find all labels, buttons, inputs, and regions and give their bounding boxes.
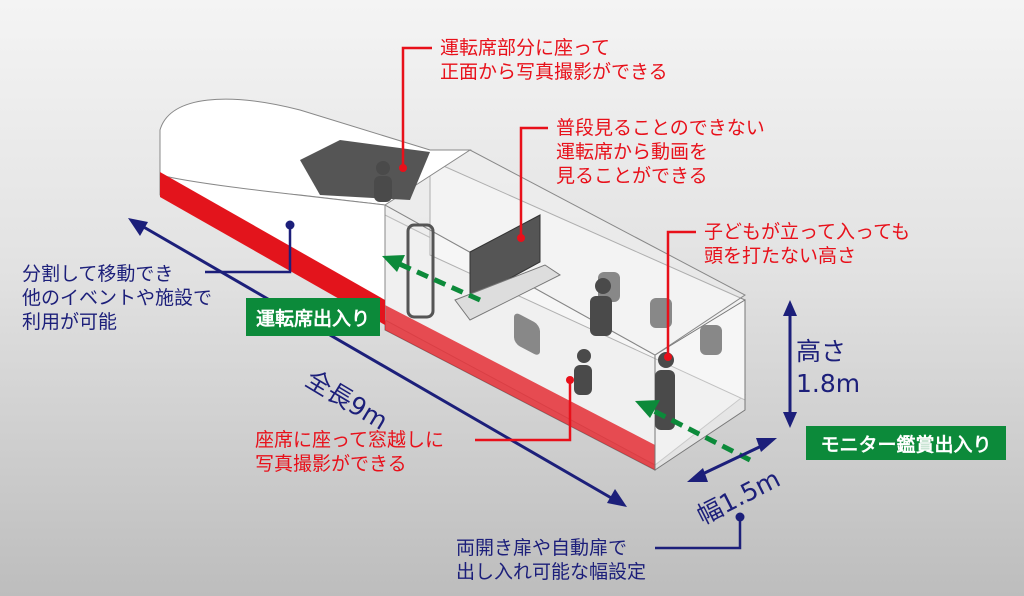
callout-divisible: 分割して移動でき 他のイベントや施設で 利用が可能 [22,262,212,334]
leader-dots [285,164,745,522]
arrowhead [382,255,405,272]
table [454,264,561,321]
callout-line: 運転席部分に座って [440,37,611,59]
dimension-lines [128,218,797,507]
windshield-cab [300,140,430,200]
arrowhead [635,400,660,418]
window [514,313,540,355]
callout-line: 他のイベントや施設で [22,287,213,309]
badge-driver-entrance: 運転席出入り [246,298,380,336]
callout-line: 正面から写真撮影ができる [440,61,668,83]
callout-height-note: 子どもが立って入っても 頭を打たない高さ [704,220,910,268]
callout-line: 普段見ることのできない [556,117,765,139]
callout-driver-video: 普段見ることのできない 運転席から動画を 見ることができる [556,116,765,188]
door [406,223,435,319]
body-stripe-front [160,172,385,325]
callout-line: 出し入れ可能な幅設定 [456,561,647,583]
height-value: 1.8m [796,369,861,398]
callout-line: 運転席から動画を [556,141,709,163]
callout-driver-seat-photo: 運転席部分に座って 正面から写真撮影ができる [440,36,668,84]
callout-doors: 両開き扉や自動扉で 出し入れ可能な幅設定 [456,536,646,584]
height-label: 高さ [796,337,847,366]
body-stripe-rear [385,305,655,470]
callout-line: 写真撮影ができる [255,453,407,475]
badge-monitor-entrance: モニター鑑賞出入り [806,426,1006,460]
height-dimension: 高さ 1.8m [796,336,860,400]
monitor-entrance-arrow [646,405,752,463]
leader-lines [205,46,742,550]
window [650,298,672,328]
callout-line: 頭を打たない高さ [704,245,857,267]
car-end-face [654,299,746,471]
callout-line: 子どもが立って入っても [704,221,911,243]
callout-line: 分割して移動でき [22,263,174,285]
callout-line: 両開き扉や自動扉で [456,537,628,559]
window [700,325,722,355]
callout-line: 利用が可能 [22,311,118,333]
callout-line: 見ることができる [556,165,708,187]
driver-entrance-arrow [393,259,482,303]
callout-line: 座席に座って窓越しに [255,429,445,451]
callout-seat-window: 座席に座って窓越しに 写真撮影ができる [255,428,444,476]
